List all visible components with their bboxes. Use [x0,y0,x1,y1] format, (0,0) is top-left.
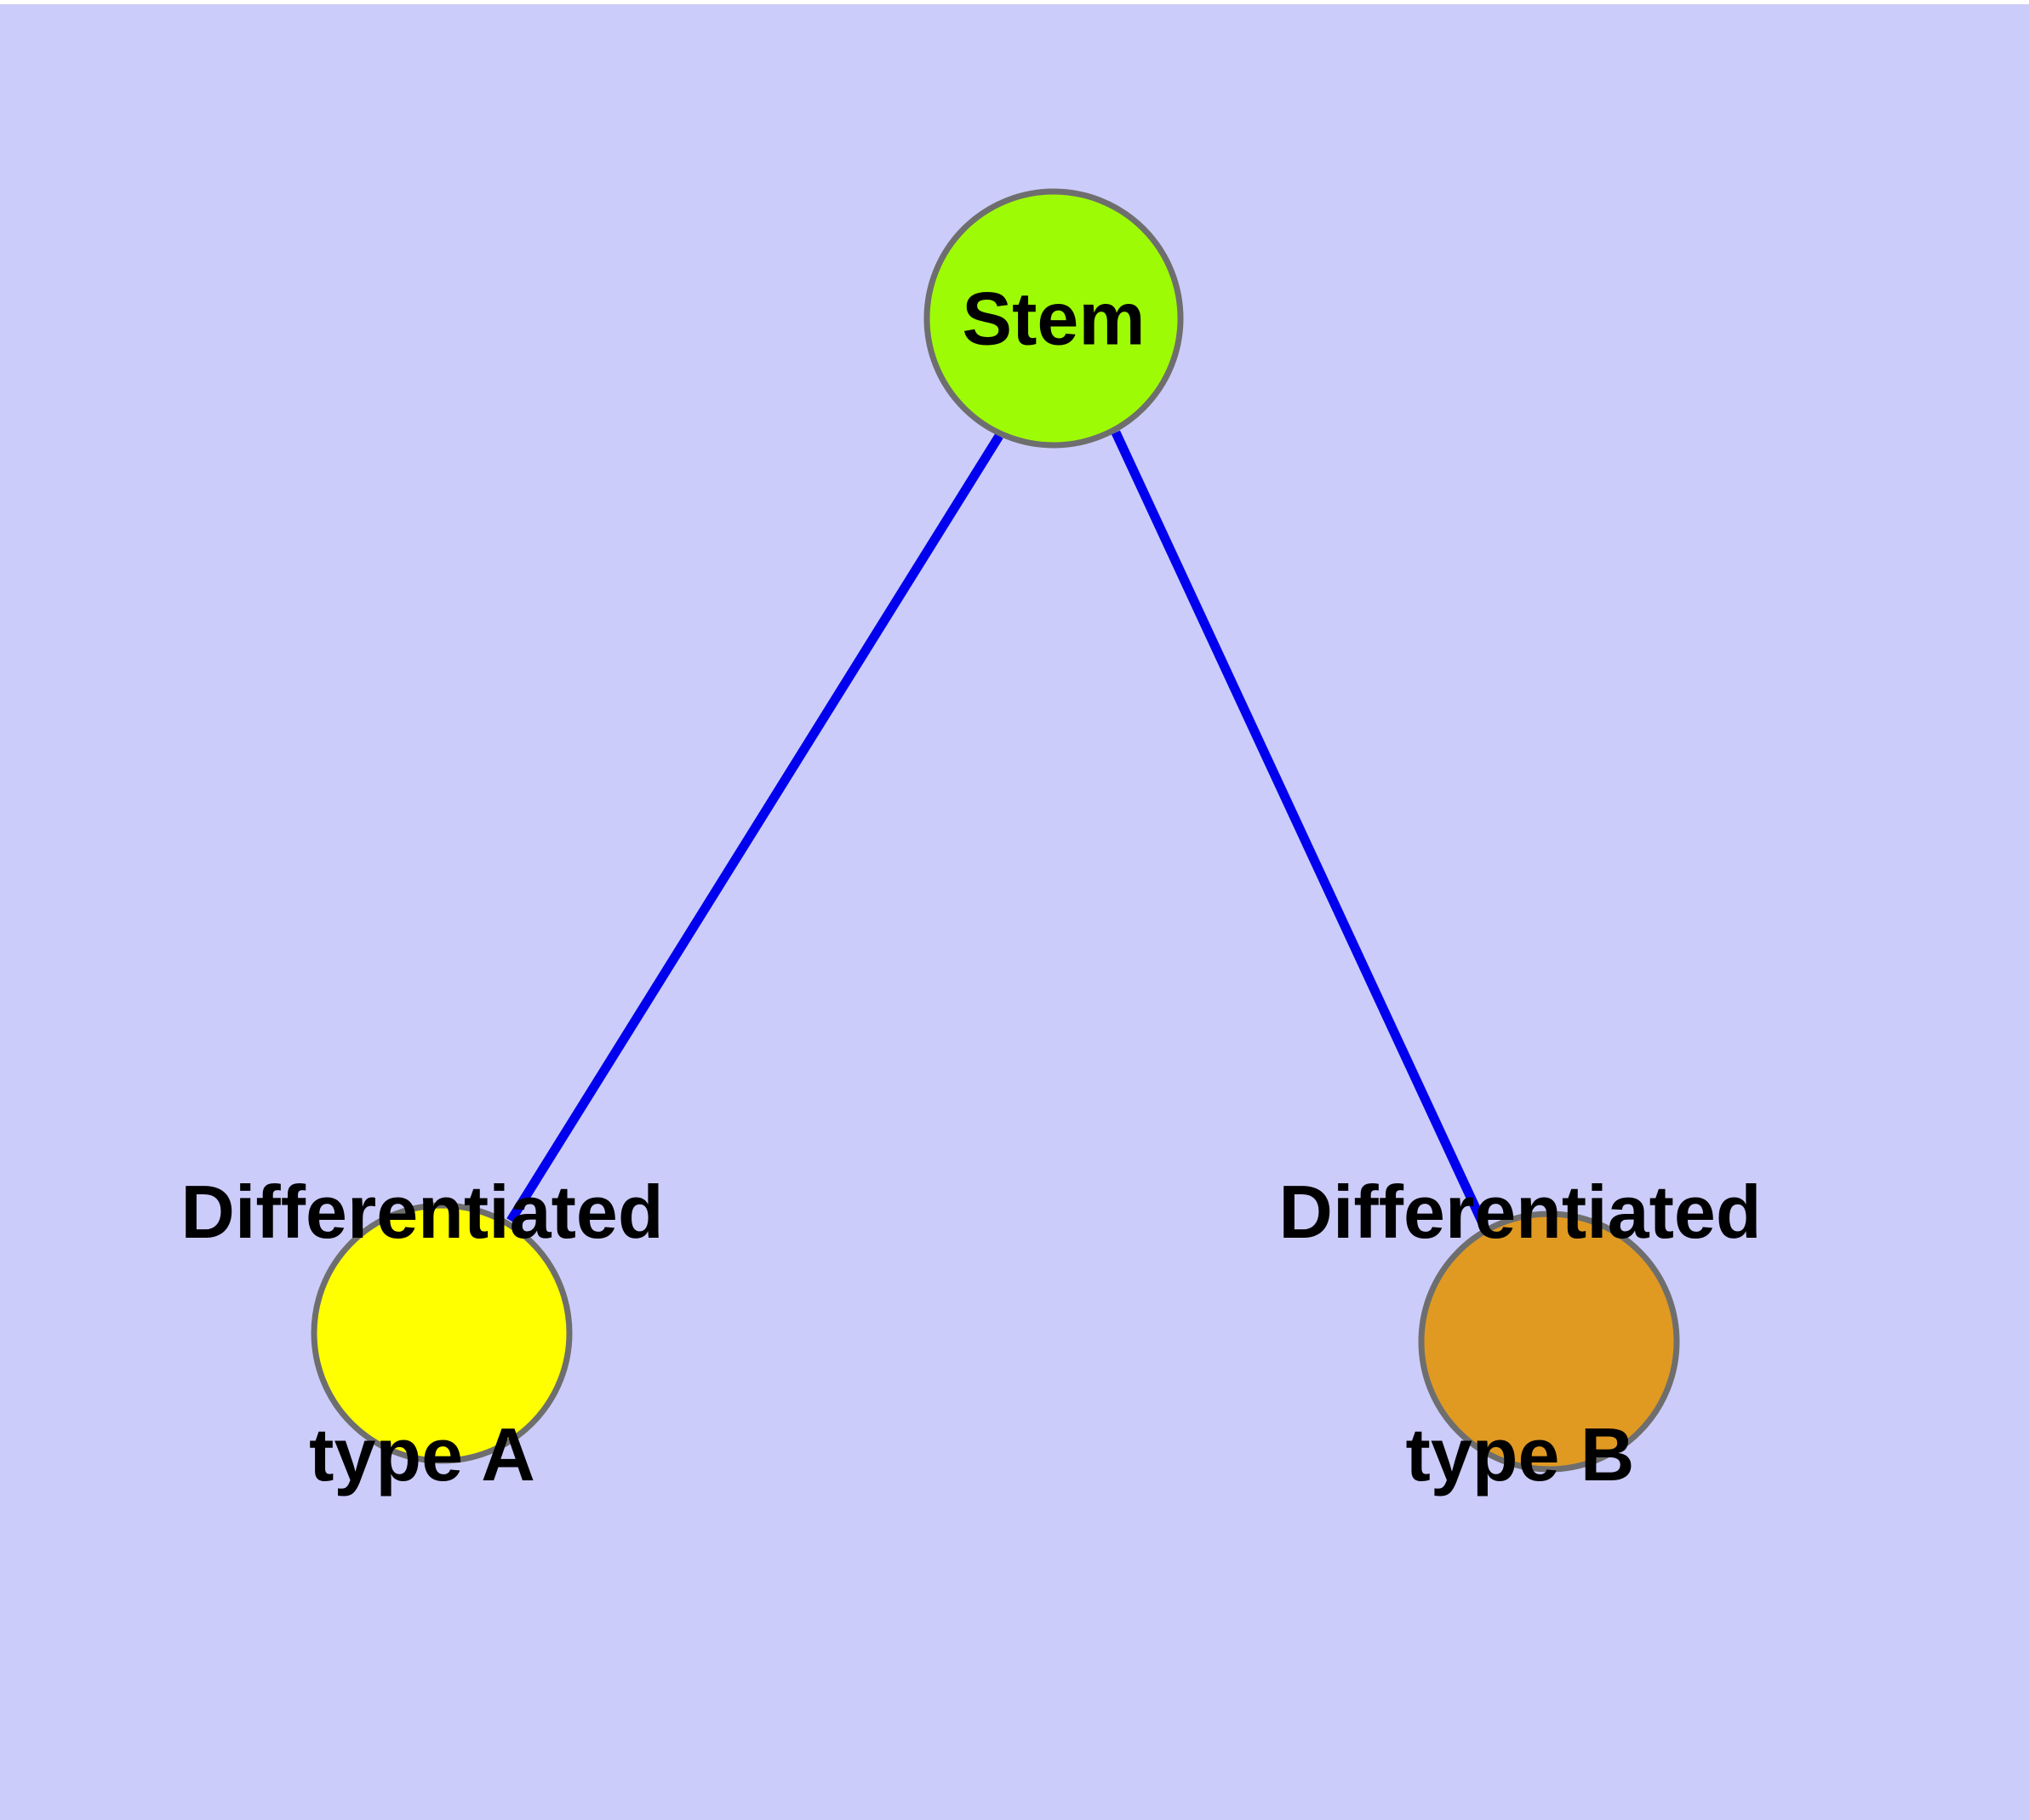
edge-stem-to-diff-a[interactable] [506,433,1003,1223]
node-stem[interactable] [923,188,1184,449]
edges-group [506,430,1489,1229]
edge-stem-to-diff-b[interactable] [1112,430,1489,1229]
nodes-group [311,188,1680,1473]
node-diff-b[interactable] [1418,1210,1680,1473]
node-diff-a[interactable] [311,1202,573,1464]
